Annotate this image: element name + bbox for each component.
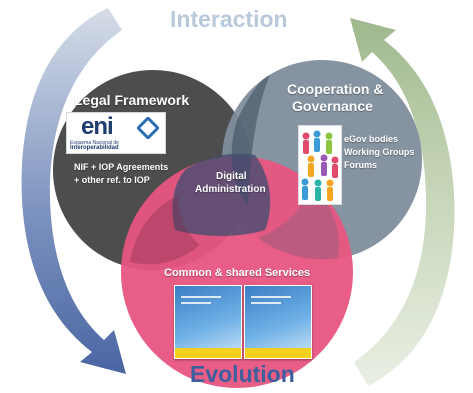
document-icon bbox=[174, 285, 242, 359]
overlap-center bbox=[172, 153, 271, 236]
overlap-cooperation-services bbox=[258, 188, 340, 260]
eni-logo-line1: Esquema Nacional de bbox=[70, 140, 119, 146]
people-image bbox=[298, 125, 342, 205]
legal-item-other: + other ref. to IOP bbox=[74, 175, 150, 185]
digital-administration-line1: Digital bbox=[216, 171, 247, 182]
eni-logo-word: eni bbox=[81, 113, 114, 140]
cooperation-item-working-groups: Working Groups bbox=[344, 147, 415, 157]
left-cycle-arrow bbox=[21, 8, 126, 374]
document-icon bbox=[244, 285, 312, 359]
eni-logo-icon bbox=[137, 117, 159, 139]
cooperation-item-egov: eGov bodies bbox=[344, 134, 399, 144]
eni-logo: eni Esquema Nacional de Interoperabilida… bbox=[66, 112, 166, 154]
eni-logo-line2: Interoperabilidad bbox=[70, 145, 119, 151]
people-icon bbox=[301, 130, 339, 201]
legal-framework-title: Legal Framework bbox=[74, 92, 190, 108]
cooperation-title-line2: Governance bbox=[292, 98, 373, 114]
legal-item-nif: NIF + IOP Agreements bbox=[74, 162, 169, 172]
interaction-label: Interaction bbox=[170, 6, 288, 32]
digital-administration-line2: Administration bbox=[195, 184, 266, 195]
evolution-label: Evolution bbox=[190, 361, 295, 387]
overlap-legal-services bbox=[130, 196, 200, 265]
cooperation-title-line1: Cooperation & bbox=[287, 81, 384, 97]
common-services-title: Common & shared Services bbox=[164, 267, 311, 279]
cooperation-item-forums: Forums bbox=[344, 160, 378, 170]
right-cycle-arrow bbox=[350, 18, 455, 386]
